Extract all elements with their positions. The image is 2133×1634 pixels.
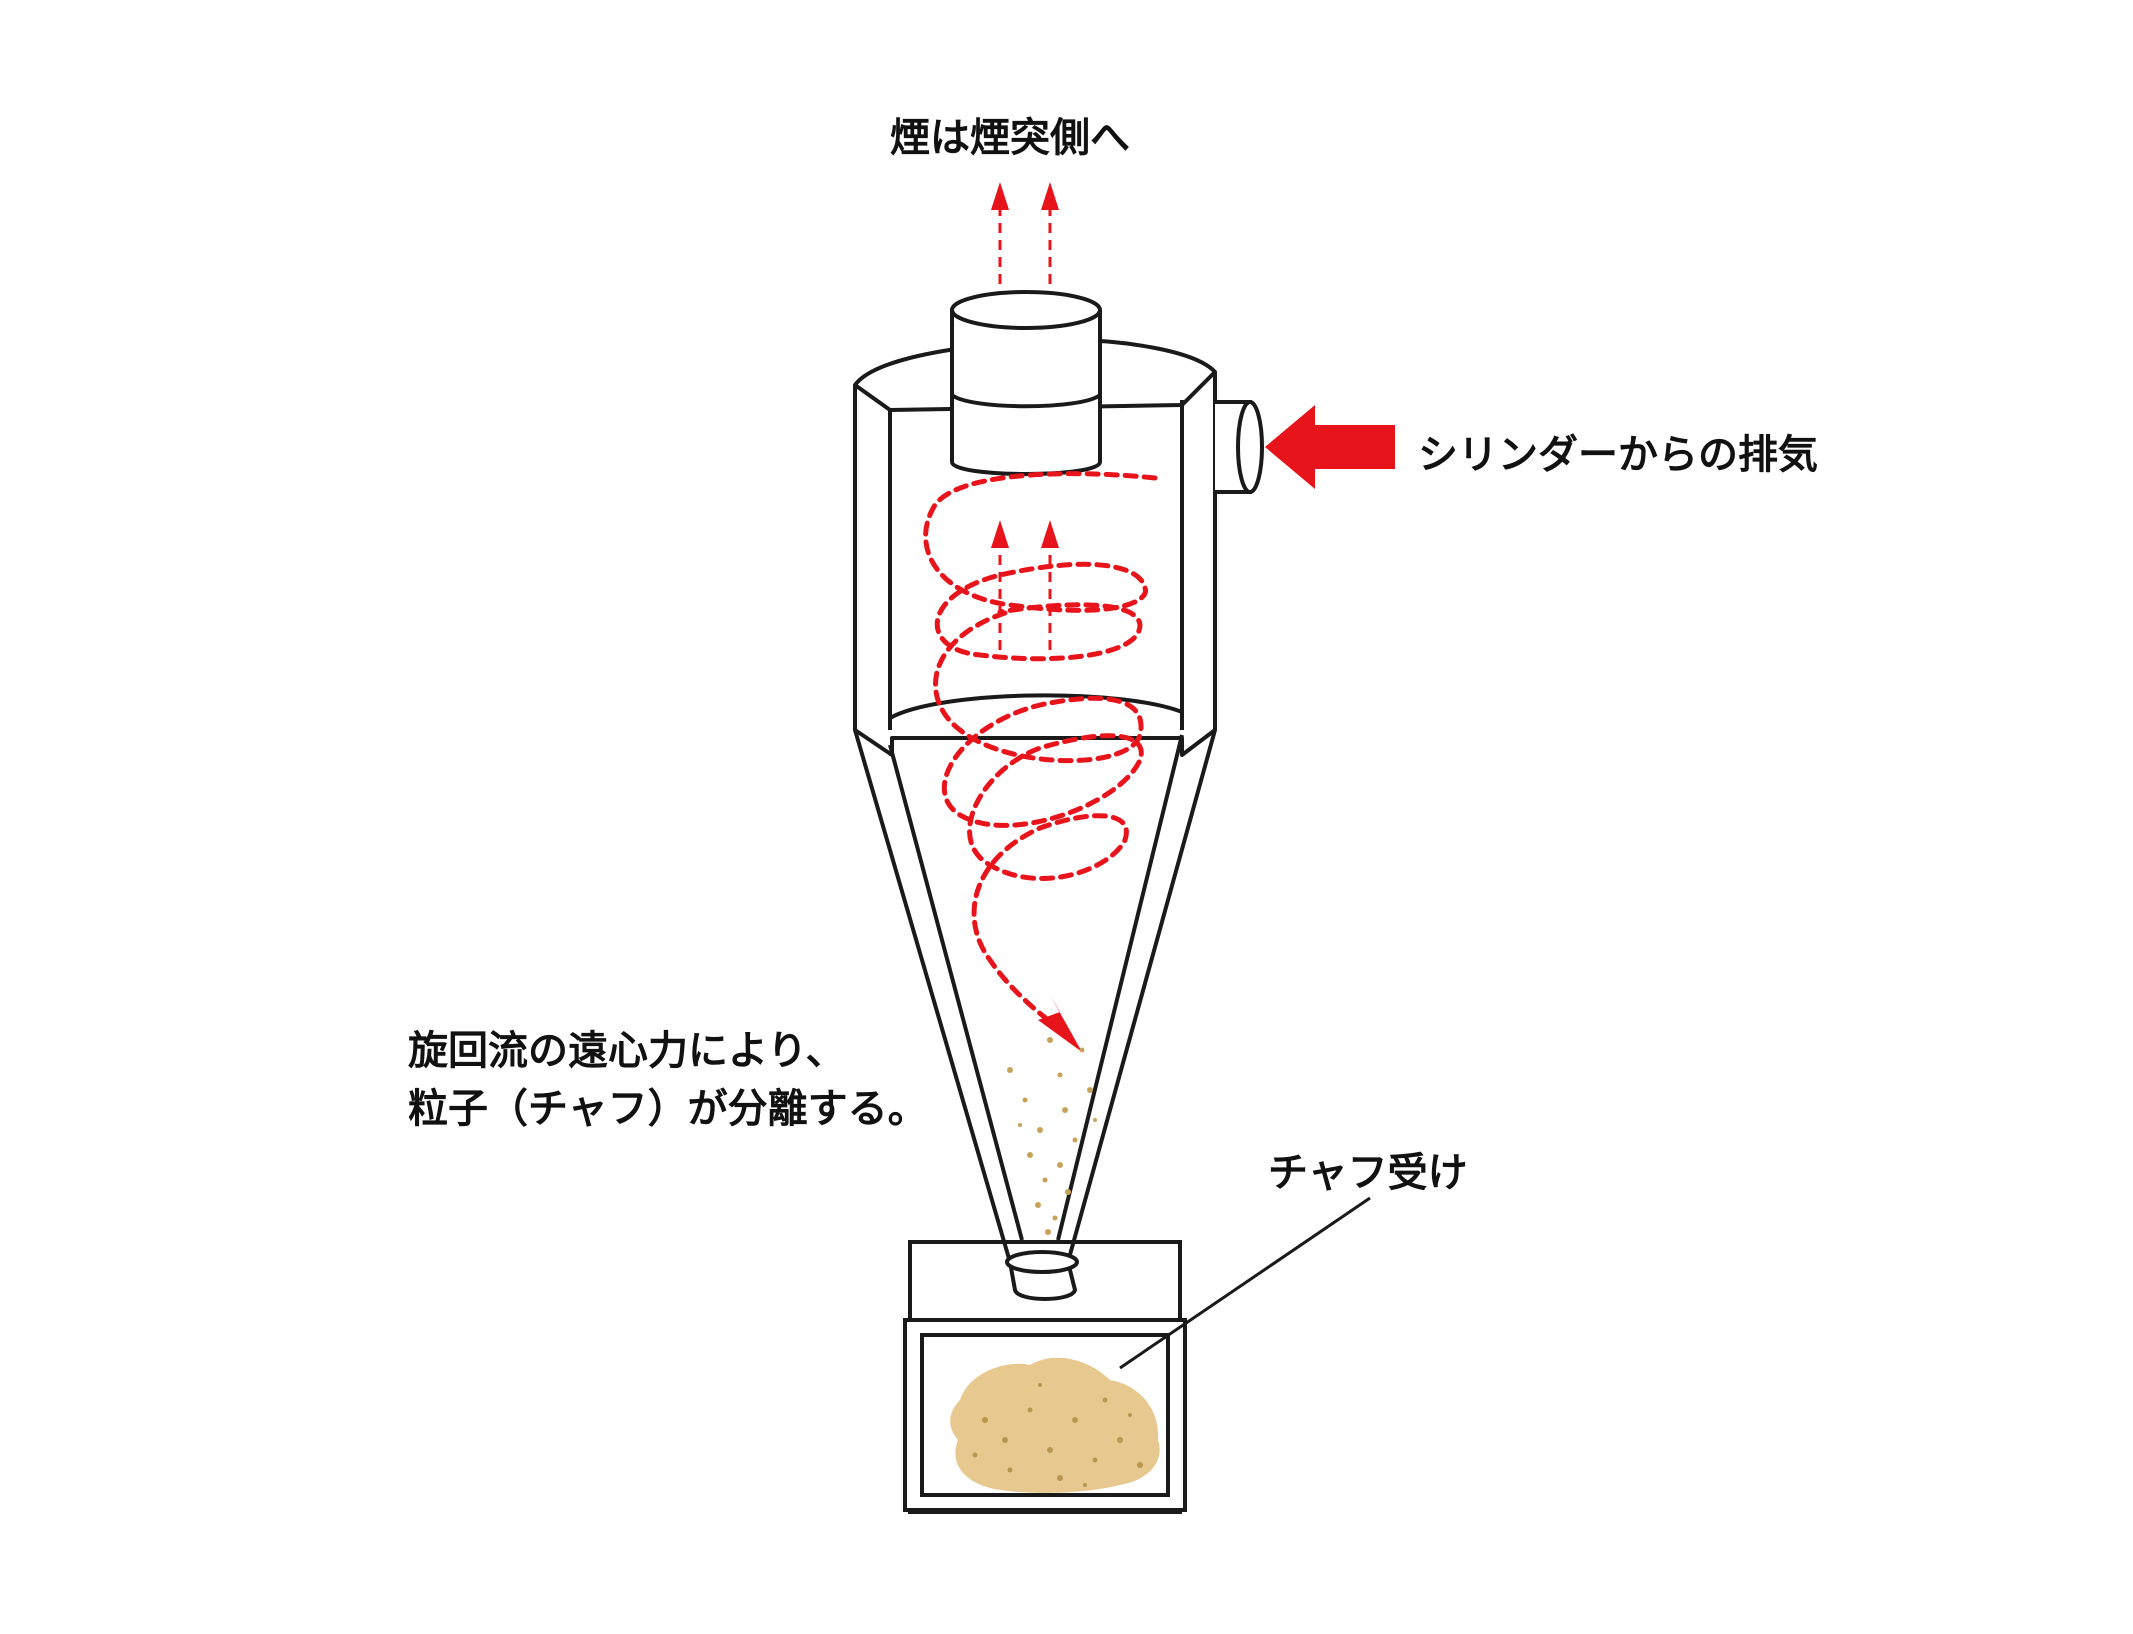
smoke-exit-arrowhead-right [1041, 182, 1059, 210]
chaff-receiver-label: チャフ受け [1268, 1150, 1468, 1196]
separation-line-2: 粒子（チャフ）が分離する。 [408, 1086, 928, 1132]
spiral-arrowhead [1038, 995, 1082, 1052]
vortex-finder [950, 290, 1102, 476]
separation-line-1: 旋回流の遠心力により、 [408, 1028, 846, 1074]
inlet-pipe [1215, 400, 1264, 494]
exhaust-from-cylinder-label: シリンダーからの排気 [1418, 432, 1818, 478]
chaff-receiver-leader-line [1119, 1196, 1371, 1370]
inner-arrowhead-right [1041, 520, 1059, 548]
separation-explanation-label: 旋回流の遠心力により、 粒子（チャフ）が分離する。 [408, 1022, 928, 1138]
smoke-exit-arrowhead-left [991, 182, 1009, 210]
cone-outlet [1005, 1250, 1079, 1301]
inner-upward-arrows [998, 545, 1052, 650]
inner-arrowhead-left [991, 520, 1009, 548]
smoke-to-chimney-label: 煙は煙突側へ [890, 115, 1130, 161]
chaff-pile [950, 1357, 1160, 1493]
falling-chaff-particles [1007, 1037, 1097, 1235]
exhaust-inlet-arrow [1265, 405, 1395, 489]
spiral-flow [923, 471, 1158, 1038]
